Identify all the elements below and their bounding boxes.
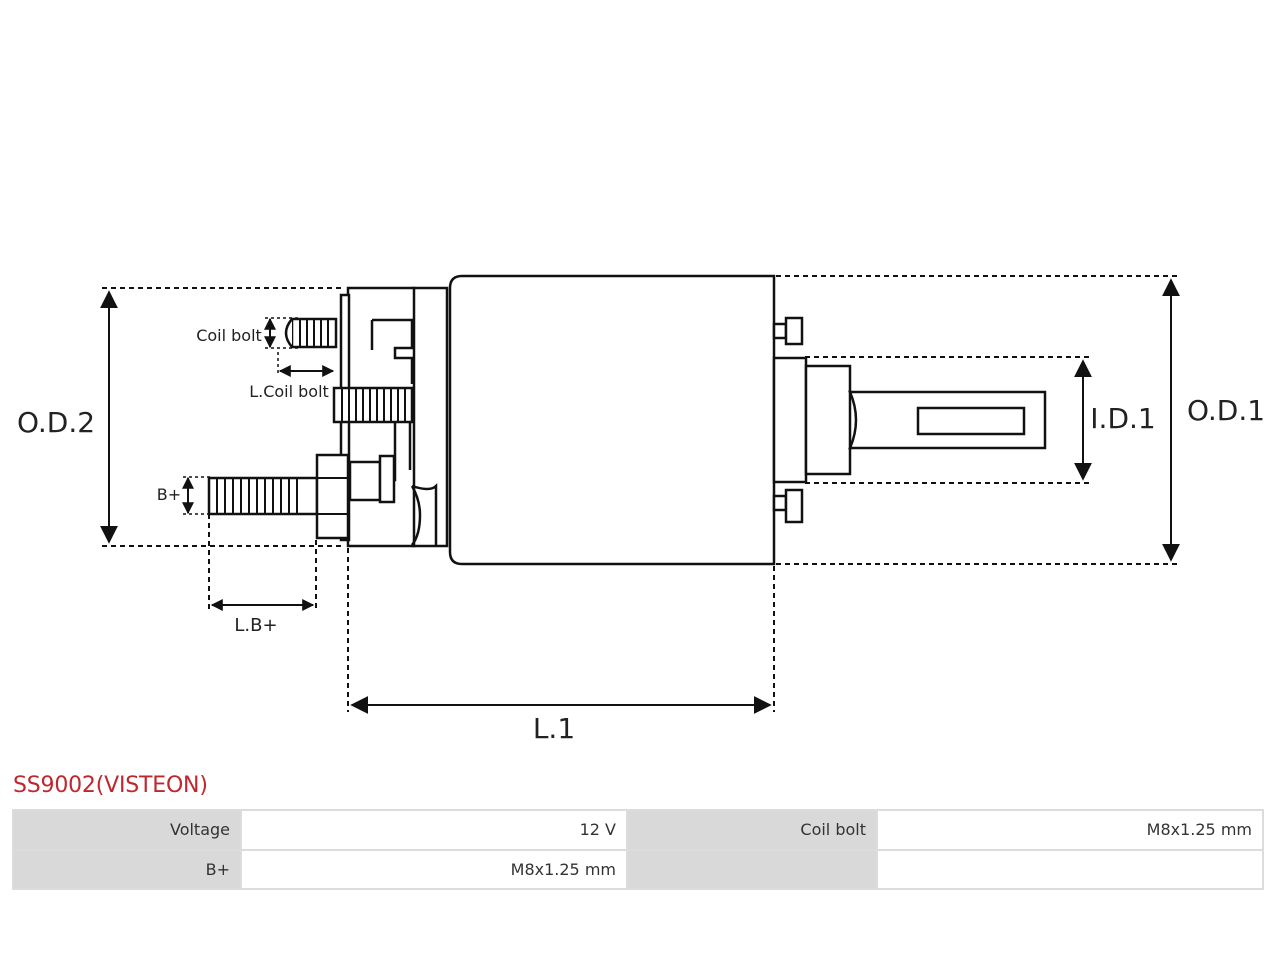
table-row: B+ M8x1.25 mm: [14, 850, 1262, 888]
l-b-plus-label: L.B+: [234, 615, 277, 636]
spec-key: Voltage: [14, 811, 240, 849]
extension-lines: [102, 275, 1178, 712]
plunger-slot: [916, 406, 1026, 436]
l-coil-bolt-label: L.Coil bolt: [249, 382, 329, 401]
mount-stud-top: [772, 322, 788, 340]
spec-key: [628, 850, 876, 888]
end-cap: [411, 286, 449, 548]
dimension-arrows: [100, 278, 1180, 714]
spec-table: Voltage 12 V Coil bolt M8x1.25 mm B+ M8x…: [12, 809, 1264, 890]
plunger-flange: [772, 356, 808, 484]
threaded-insert: [332, 386, 414, 424]
main-housing: [448, 274, 776, 566]
spec-key: Coil bolt: [628, 811, 876, 849]
mount-stud-bottom: [772, 494, 788, 512]
l1-label: L.1: [533, 712, 575, 745]
spec-value: [878, 850, 1262, 888]
b-plus-label: B+: [157, 485, 181, 504]
solenoid-body: [207, 274, 1047, 566]
spec-value: M8x1.25 mm: [242, 850, 626, 888]
spec-value: M8x1.25 mm: [878, 811, 1262, 849]
diagram-labels: O.D.2 O.D.1 I.D.1 Coil bolt L.Coil bolt …: [17, 326, 1265, 745]
table-row: Voltage 12 V Coil bolt M8x1.25 mm: [14, 811, 1262, 849]
product-title: SS9002(VISTEON): [13, 773, 208, 798]
od2-label: O.D.2: [17, 406, 95, 439]
solenoid-dimension-diagram: O.D.2 O.D.1 I.D.1 Coil bolt L.Coil bolt …: [17, 274, 1265, 745]
plunger-collar: [804, 364, 852, 476]
spec-key: B+: [14, 850, 240, 888]
spec-value: 12 V: [242, 811, 626, 849]
b-plus-nut: [315, 453, 350, 540]
id1-label: I.D.1: [1090, 402, 1155, 435]
od1-label: O.D.1: [1187, 394, 1265, 427]
coil-bolt-label: Coil bolt: [196, 326, 262, 345]
